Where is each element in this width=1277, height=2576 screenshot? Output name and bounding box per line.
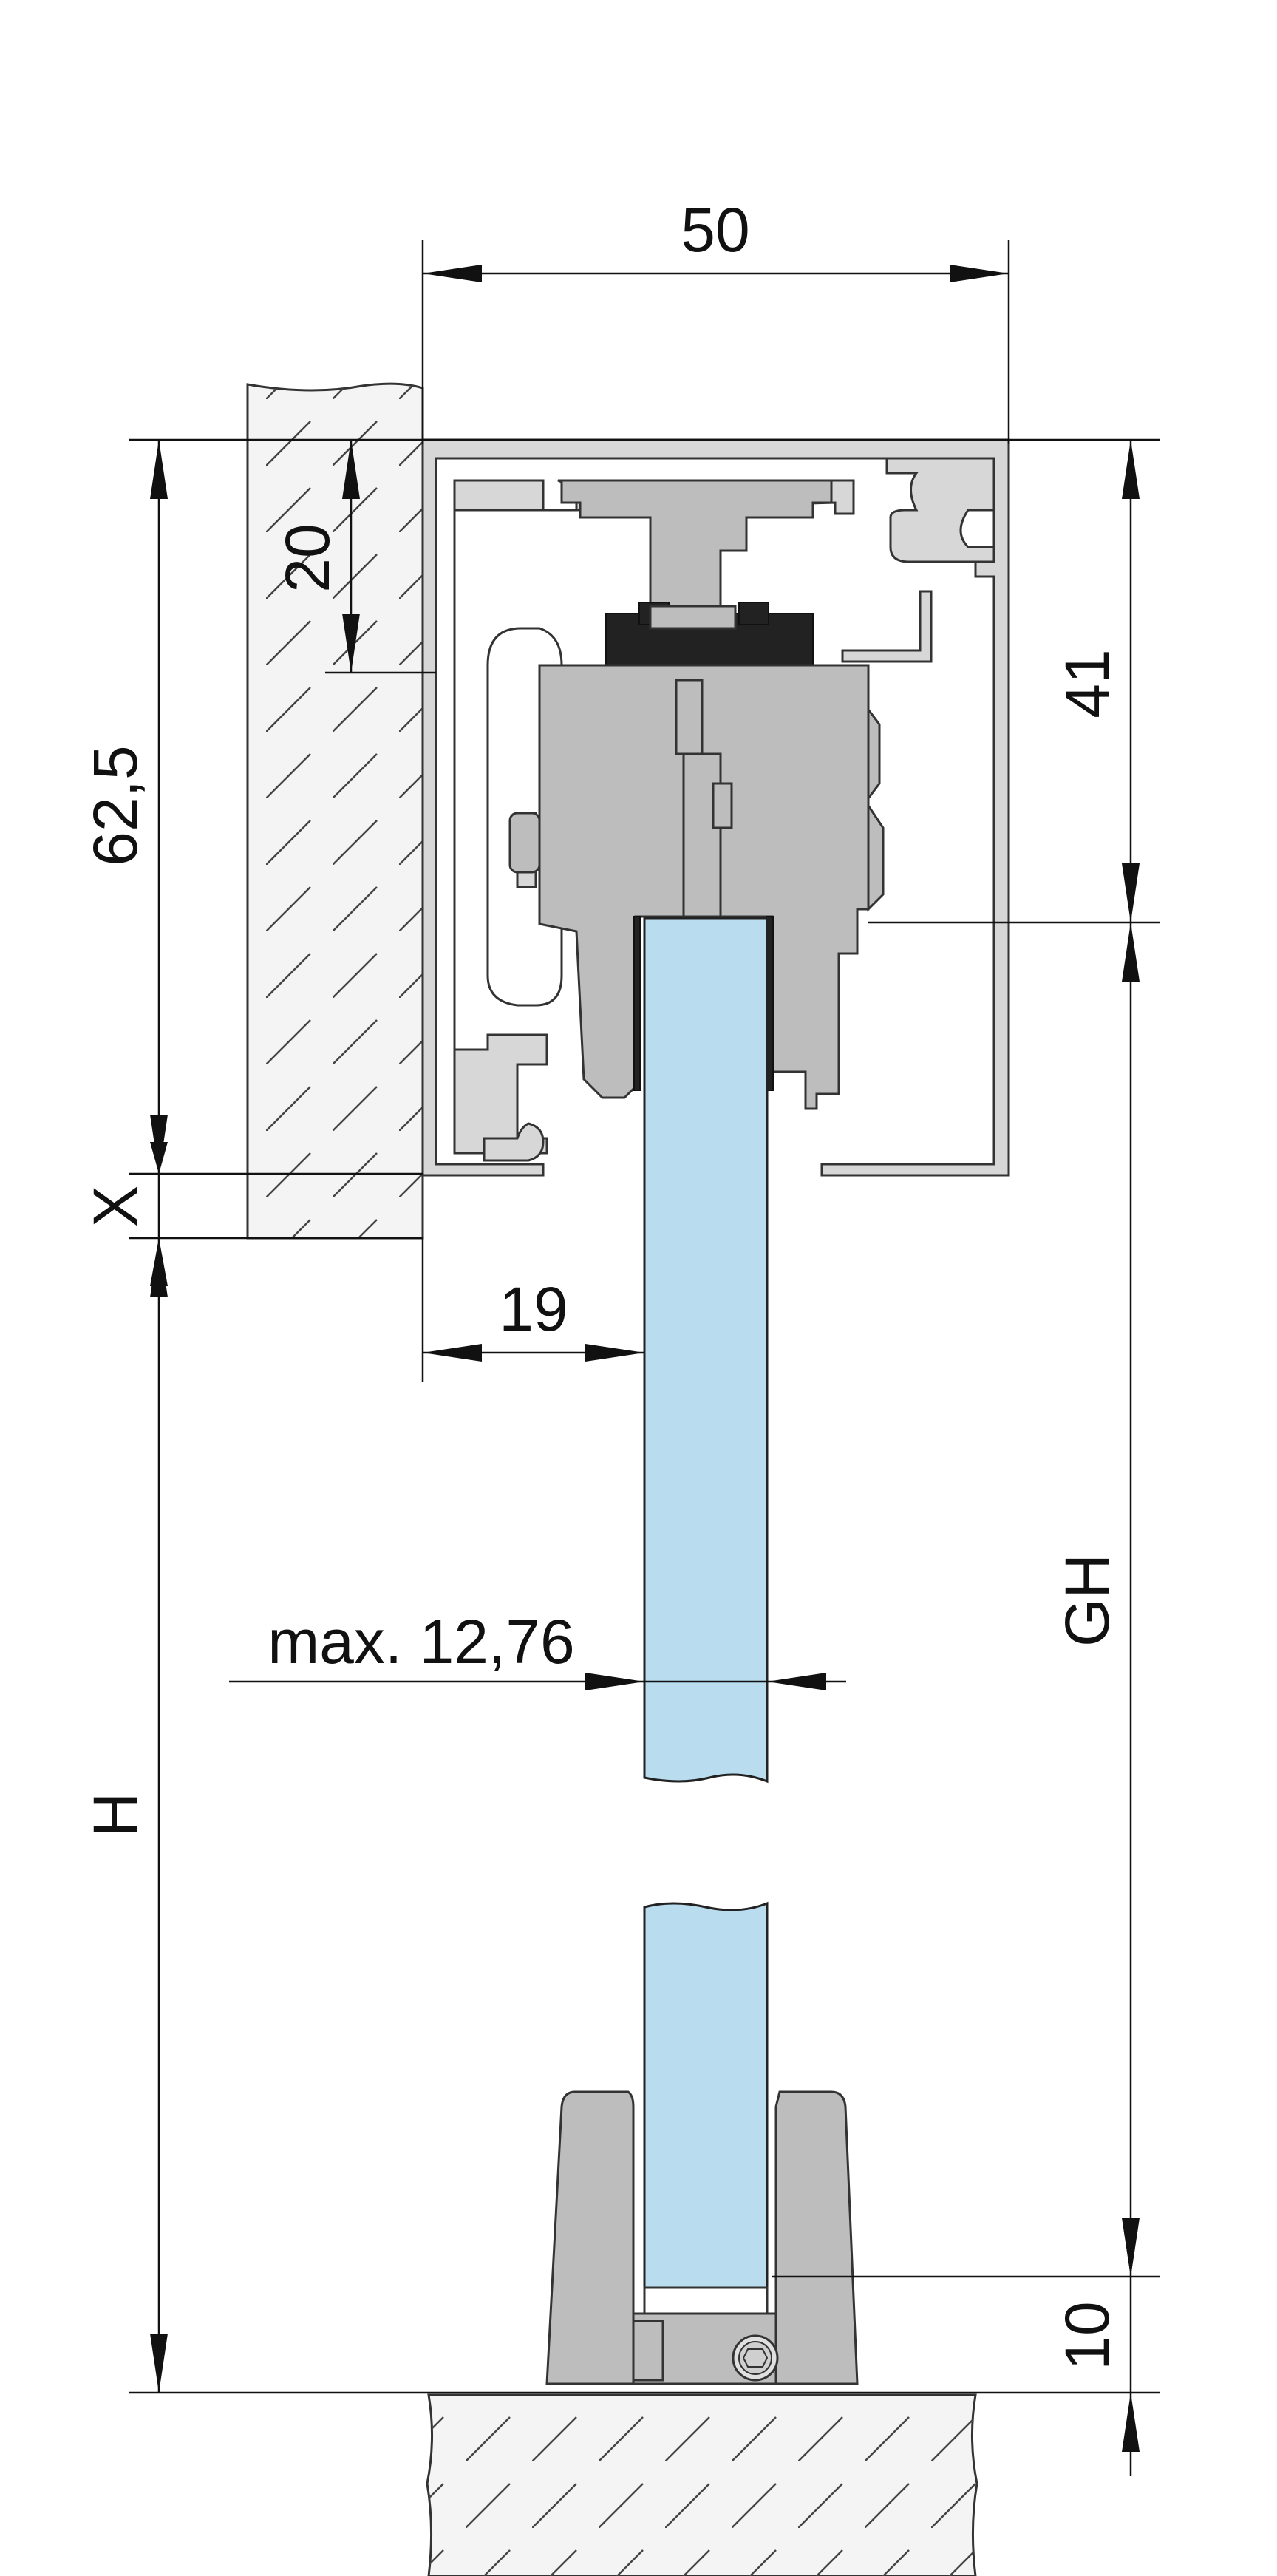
dimension-h-label: H bbox=[81, 1792, 150, 1838]
dimension-41: 41 bbox=[1052, 440, 1140, 922]
dimension-62-5: 62,5 bbox=[81, 440, 168, 1174]
wall-section bbox=[246, 382, 424, 1240]
dimension-10: 10 bbox=[1052, 2218, 1140, 2476]
dimension-gh-label: GH bbox=[1052, 1554, 1122, 1647]
dimension-19: 19 bbox=[421, 1238, 644, 1382]
floor-section bbox=[426, 2393, 978, 2576]
dimension-glass-thickness-label: max. 12,76 bbox=[268, 1607, 575, 1676]
dimension-10-label: 10 bbox=[1052, 2301, 1122, 2370]
dimension-x-label: X bbox=[81, 1186, 150, 1227]
dimension-41-label: 41 bbox=[1052, 649, 1122, 718]
dimension-62-5-label: 62,5 bbox=[81, 745, 150, 866]
dimension-50-label: 50 bbox=[681, 195, 749, 265]
bottom-guide bbox=[545, 2090, 859, 2385]
dimension-50: 50 bbox=[421, 195, 1010, 444]
dimension-glass-thickness: max. 12,76 bbox=[229, 1607, 846, 1690]
roller-carriage bbox=[508, 479, 885, 1110]
glass-panel bbox=[643, 917, 769, 2289]
dimension-20-label: 20 bbox=[273, 523, 342, 592]
dimension-h: H bbox=[81, 1238, 168, 2393]
dimension-20: 20 bbox=[273, 440, 436, 674]
dimension-x: X bbox=[81, 1142, 168, 1286]
dimension-gh: GH bbox=[1052, 922, 1140, 2277]
dimension-19-label: 19 bbox=[499, 1274, 568, 1344]
